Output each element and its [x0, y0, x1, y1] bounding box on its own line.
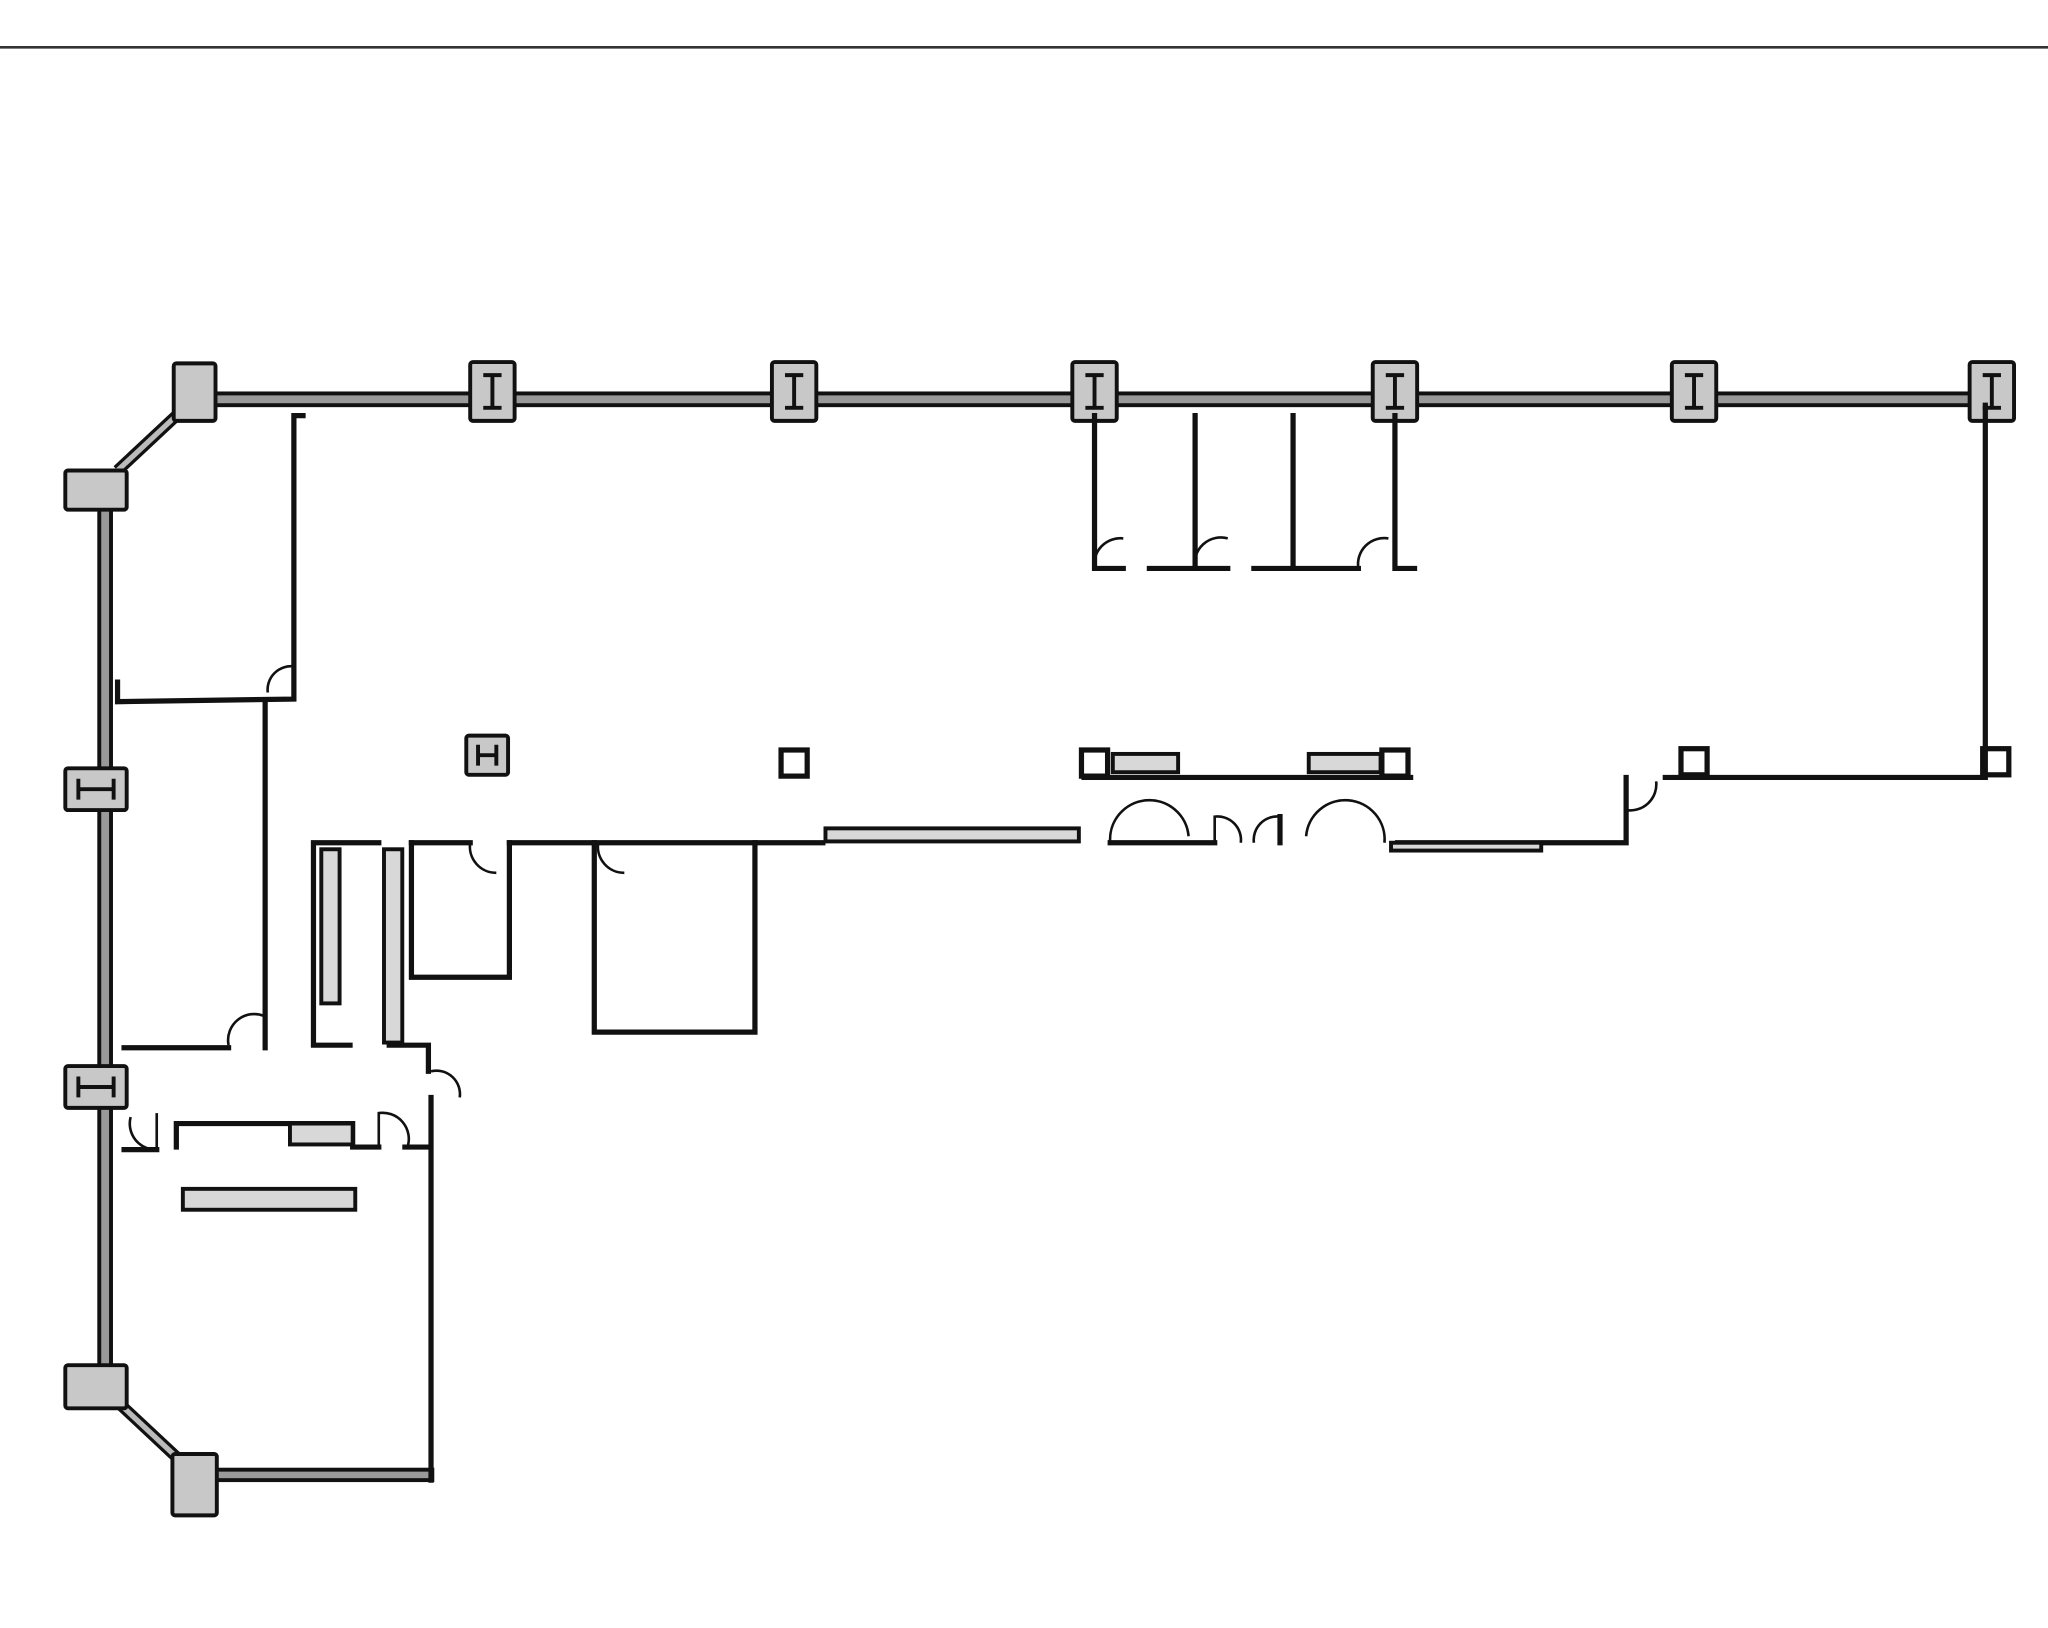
- structural-column-icon: [1669, 360, 1719, 423]
- door-swing-icon: [1193, 536, 1229, 569]
- counter: [180, 1186, 358, 1212]
- interior-column-icon: [1379, 747, 1411, 779]
- structural-column-icon: [769, 360, 819, 423]
- structural-column-icon: [1370, 360, 1420, 423]
- corner-column-icon: [170, 1452, 219, 1518]
- interior-column-icon: [464, 733, 511, 777]
- structural-column-icon: [63, 766, 129, 813]
- structural-column-icon: [1967, 360, 2016, 423]
- door-swing-icon: [128, 1113, 159, 1151]
- counter: [288, 1121, 355, 1147]
- door-swing-icon: [596, 842, 625, 875]
- counter: [1389, 840, 1544, 853]
- door-swing-icon: [468, 842, 497, 875]
- cabinet: [1110, 751, 1181, 775]
- door-swing-icon: [1213, 815, 1243, 843]
- interior-column-icon: [778, 747, 810, 779]
- door-swing-icon: [430, 1069, 462, 1098]
- corner-column-icon: [63, 468, 129, 512]
- south-exterior-wall: [213, 1467, 435, 1483]
- shelf: [319, 847, 342, 1006]
- door-swing-icon: [1625, 781, 1658, 812]
- door-swing-icon: [266, 664, 295, 693]
- corner-column-icon: [171, 361, 218, 423]
- door-swing-icon: [1092, 536, 1124, 569]
- door-swing-icon: [1252, 815, 1282, 843]
- interior-column-icon: [1678, 746, 1710, 778]
- structural-column-icon: [1070, 360, 1119, 423]
- door-swing-icon: [1304, 798, 1386, 843]
- corner-column-icon: [63, 1363, 129, 1411]
- door-swing-icon: [226, 1012, 266, 1046]
- door-swing-icon: [1356, 536, 1389, 569]
- west-exterior-wall: [97, 505, 113, 1372]
- shelf: [382, 847, 405, 1045]
- structural-column-icon: [63, 1064, 129, 1110]
- interior-column-icon: [1078, 747, 1111, 779]
- structural-column-icon: [468, 360, 517, 423]
- counter: [823, 826, 1081, 844]
- door-swing-icon: [377, 1111, 411, 1148]
- doors: [128, 536, 1658, 1151]
- door-swing-icon: [1108, 798, 1190, 843]
- cabinet: [1306, 751, 1383, 775]
